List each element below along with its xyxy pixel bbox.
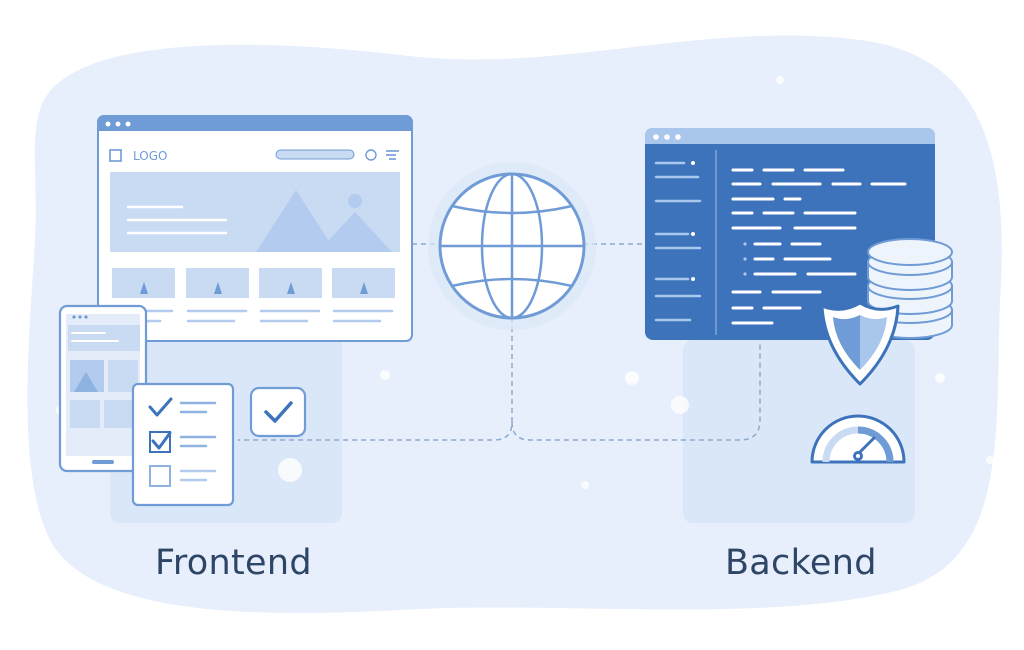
browser-window: LOGO bbox=[97, 115, 413, 342]
search-bar bbox=[275, 149, 355, 160]
user-icon bbox=[365, 149, 377, 161]
logo-text: LOGO bbox=[133, 149, 167, 163]
content-cards bbox=[112, 268, 395, 323]
code-editor-icon bbox=[645, 128, 935, 340]
frontend-label: Frontend bbox=[155, 543, 312, 583]
smartphone-icon bbox=[58, 304, 148, 473]
checklist-icon bbox=[131, 382, 235, 507]
database-icon bbox=[867, 238, 953, 339]
shield-icon bbox=[820, 301, 900, 386]
backend-label: Backend bbox=[725, 543, 877, 583]
gauge-icon bbox=[810, 414, 906, 464]
checkmark-icon bbox=[249, 386, 307, 438]
backend-bg-panel bbox=[683, 340, 915, 523]
menu-icon bbox=[386, 150, 399, 160]
globe-icon bbox=[428, 162, 596, 330]
logo-icon bbox=[109, 149, 122, 162]
